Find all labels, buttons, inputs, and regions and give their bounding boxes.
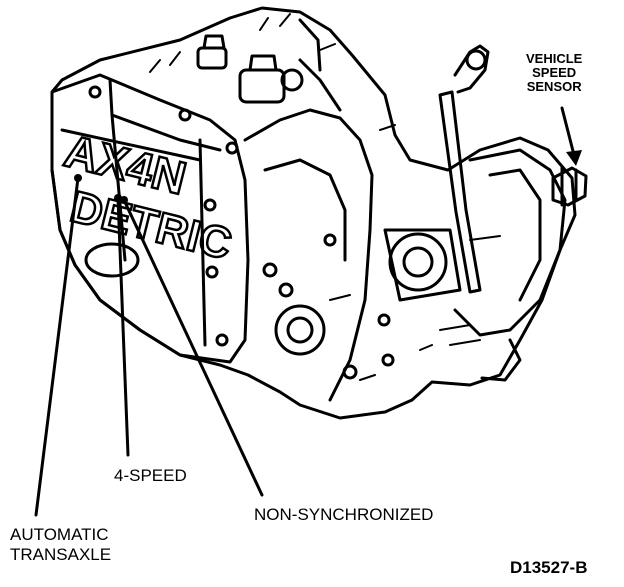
- dipstick-tube: [438, 90, 482, 294]
- label-non-synchronized: NON-SYNCHRONIZED: [254, 505, 434, 524]
- label-automatic-transaxle: AUTOMATIC TRANSAXLE: [10, 525, 111, 565]
- output-seal: [274, 304, 326, 356]
- leader-automatic-transaxle: [34, 176, 80, 517]
- leader-dot: [120, 196, 128, 204]
- leader-non-synchronized: [122, 198, 264, 497]
- label-line: SPEED: [532, 65, 577, 80]
- label-line: AUTOMATIC: [10, 525, 109, 544]
- extension-housing: [453, 148, 567, 337]
- label-line: VEHICLE: [526, 51, 583, 66]
- label-line: SENSOR: [526, 79, 582, 94]
- figure-code: D13527-B: [510, 558, 588, 577]
- leader-speed-sensor: [560, 106, 576, 157]
- speed-sensor: [551, 166, 588, 207]
- label-line: TRANSAXLE: [10, 545, 112, 564]
- speed-sensor-arrowhead: [566, 150, 582, 166]
- ford-oval-logo: [84, 242, 140, 278]
- label-four-speed: 4-SPEED: [114, 466, 187, 485]
- leader-dot: [74, 174, 82, 182]
- leader-four-speed: [116, 196, 130, 457]
- label-vehicle-speed-sensor: VEHICLE SPEED SENSOR: [526, 52, 582, 94]
